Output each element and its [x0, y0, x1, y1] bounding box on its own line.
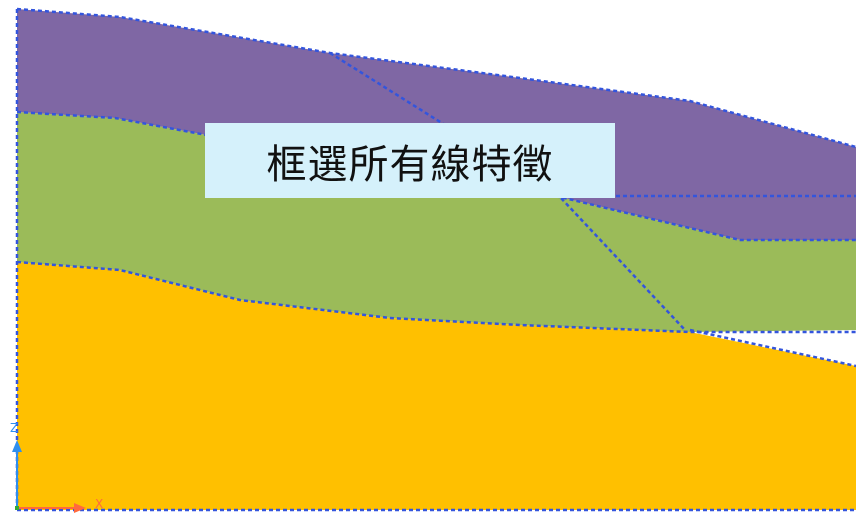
selected-line-fault[interactable] [329, 51, 686, 331]
instruction-text: 框選所有線特徵 [266, 141, 554, 188]
selected-line-lower-right[interactable] [689, 328, 856, 368]
instruction-banner: 框選所有線特徵 [205, 123, 615, 198]
z-axis-label: Z [10, 421, 18, 435]
bottom-layer[interactable] [17, 262, 856, 510]
origin-marker [15, 506, 19, 510]
axis-indicator: Z X [10, 421, 103, 513]
selected-line-top-surface[interactable] [16, 7, 856, 149]
x-axis-label: X [95, 497, 103, 511]
selected-line-middle-bottom-boundary[interactable] [16, 260, 856, 334]
